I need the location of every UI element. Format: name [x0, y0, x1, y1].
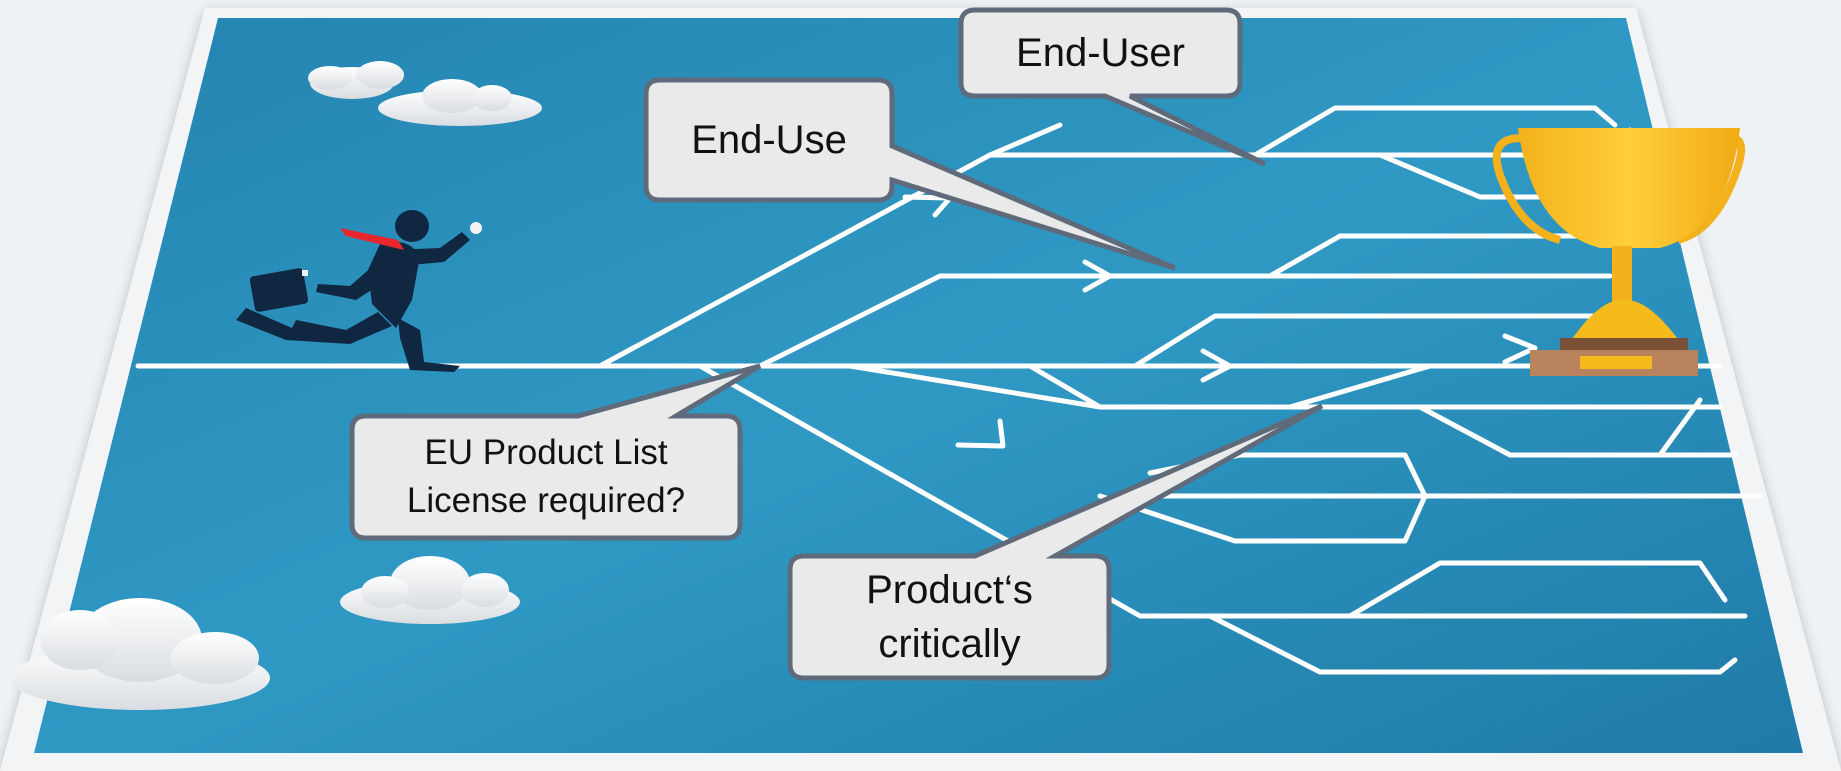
callout-criticality	[787, 403, 1324, 681]
hand	[470, 222, 482, 234]
product-list-line1: EU Product List	[424, 432, 668, 472]
hand	[302, 270, 308, 276]
criticality-line2: critically	[878, 622, 1021, 666]
trophy-icon	[1492, 128, 1746, 376]
cloud-icon	[308, 61, 542, 126]
product-list-line2: License required?	[406, 481, 686, 520]
criticality-line1: Product‘s	[866, 568, 1033, 612]
callout-end-use	[643, 77, 1176, 271]
callout-end-use-text: End-Use	[648, 82, 890, 198]
end-use-label: End-Use	[691, 117, 847, 162]
cloud-icon	[10, 598, 270, 710]
callout-end-user-text: End-User	[963, 12, 1238, 94]
callout-product-list	[349, 363, 762, 541]
callout-criticality-text: Product‘s critically	[792, 558, 1107, 676]
callout-end-user	[958, 7, 1267, 167]
businessman-running-icon	[236, 210, 470, 372]
tie	[340, 228, 404, 250]
callout-product-list-text: EU Product List License required?	[354, 418, 738, 536]
cloud-icon	[340, 556, 520, 624]
end-user-label: End-User	[1016, 30, 1185, 75]
